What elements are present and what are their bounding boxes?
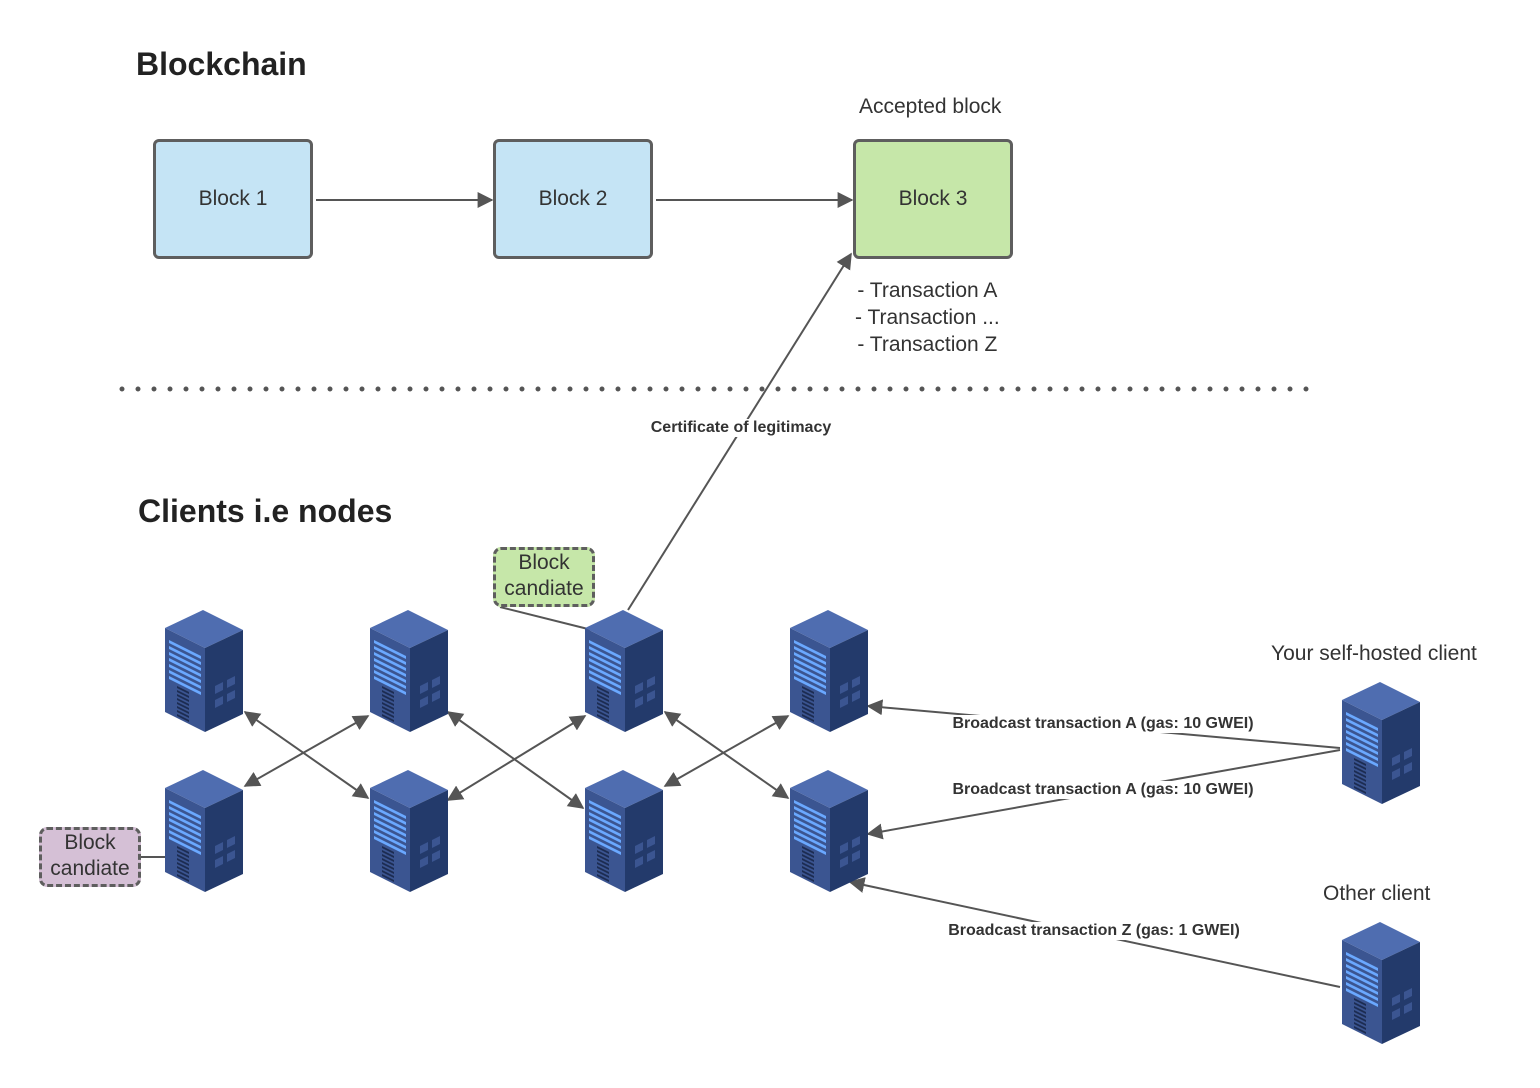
other-client-caption: Other client [1323,882,1431,905]
server-rack-icon [585,610,663,732]
blockchain-heading: Blockchain [136,46,307,82]
candidate-line: Block [518,551,570,574]
accepted-block-caption: Accepted block [859,95,1002,118]
clients-heading: Clients i.e nodes [138,493,393,529]
server-rack-icon [370,610,448,732]
peer-link [663,711,790,799]
certificate-label: Certificate of legitimacy [648,419,834,437]
server-layer [165,610,1420,1044]
server-rack-icon [585,770,663,892]
transaction-item: - Transaction ... [855,306,1000,329]
peer-link [446,711,585,809]
block-2-label: Block 2 [538,187,608,210]
peer-link [446,715,587,801]
server-rack-icon [790,610,868,732]
block-1: Block 1 [153,139,313,259]
transaction-item: - Transaction A [857,279,998,302]
broadcast-label-3: Broadcast transaction Z (gas: 1 GWEI) [946,922,1242,940]
peer-link [663,715,790,787]
server-rack-icon [370,770,448,892]
block-3-label: Block 3 [898,187,968,210]
server-rack-icon [1342,682,1420,804]
broadcast-label-1: Broadcast transaction A (gas: 10 GWEI) [950,715,1256,733]
server-rack-icon [165,610,243,732]
block-1-label: Block 1 [198,187,268,210]
self-hosted-client-caption: Your self-hosted client [1271,642,1477,665]
server-rack-icon [790,770,868,892]
block-candidate-green: Block candiate [493,547,595,607]
server-rack-icon [1342,922,1420,1044]
server-rack-icon [165,770,243,892]
candidate-line: candiate [504,577,584,600]
transaction-list: - Transaction A - Transaction ... - Tran… [855,277,1000,358]
candidate-green-connector [499,606,593,631]
block-3: Block 3 [853,139,1013,259]
transaction-item: - Transaction Z [857,333,998,356]
peer-link [243,715,370,787]
candidate-line: Block [64,831,116,854]
candidate-line: candiate [50,857,130,880]
broadcast-label-2: Broadcast transaction A (gas: 10 GWEI) [950,781,1256,799]
peer-link [243,711,370,799]
block-candidate-purple: Block candiate [39,827,141,887]
block-2: Block 2 [493,139,653,259]
